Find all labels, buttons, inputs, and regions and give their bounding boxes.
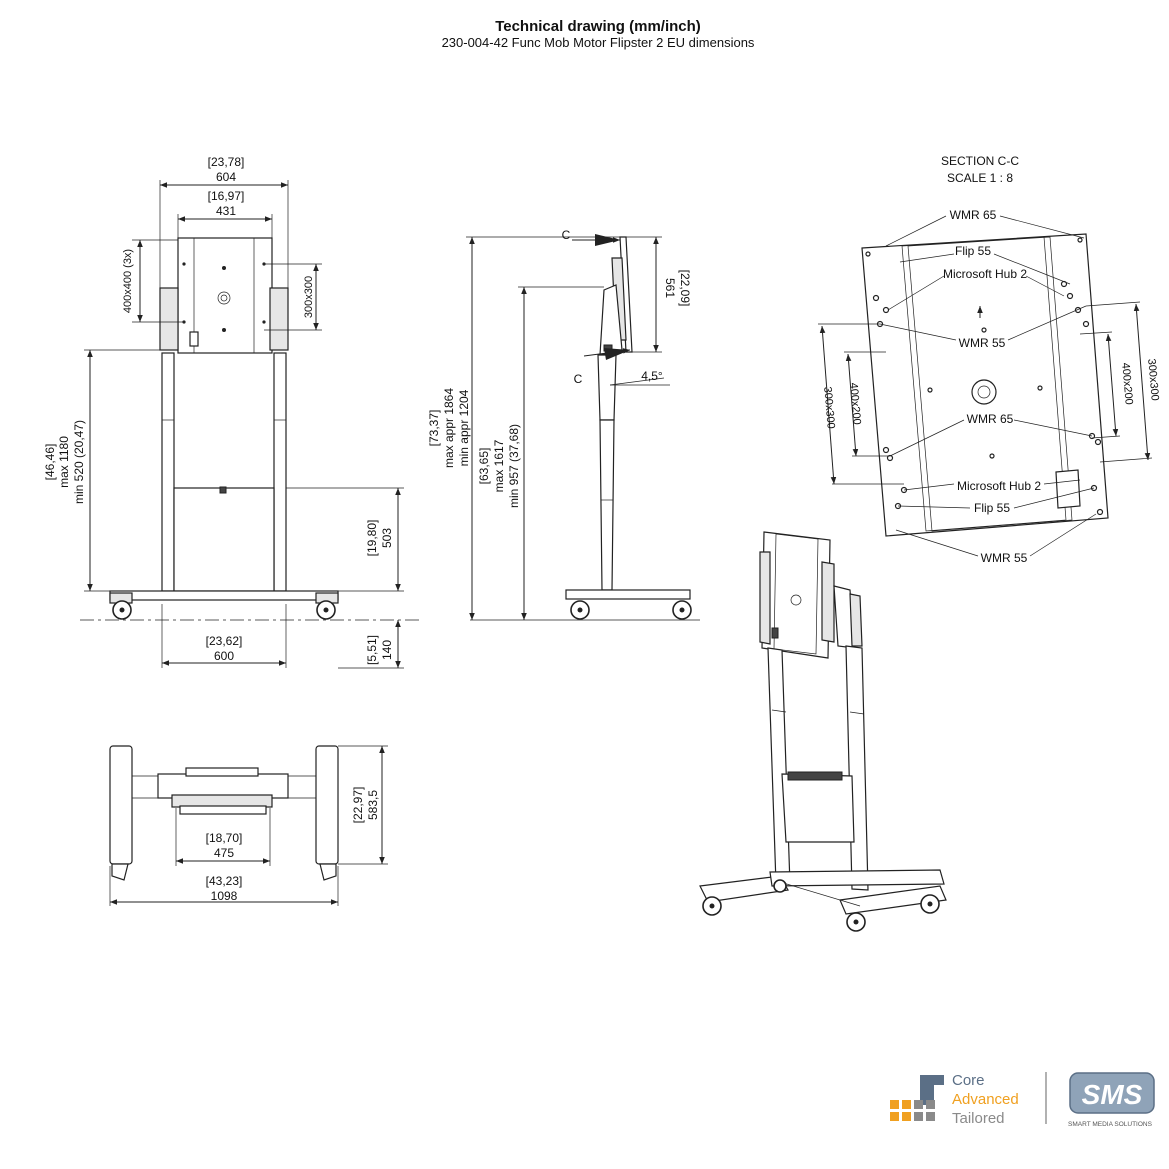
side-total-height-min: min appr 1204 <box>457 389 471 466</box>
tier-core-text: Core <box>952 1072 985 1089</box>
front-overall-width-inch: [23,78] <box>208 155 245 169</box>
front-height-inch: [46,46] <box>43 444 57 481</box>
top-outer-width-mm: 1098 <box>211 889 238 903</box>
section-label-wmr65-bottom: WMR 65 <box>967 412 1014 426</box>
front-overall-width-mm: 604 <box>216 170 236 184</box>
front-vesa-300-label: 300x300 <box>303 276 315 318</box>
front-floor-inch: [5,51] <box>365 635 379 665</box>
front-height-min: min 520 (20,47) <box>72 420 86 504</box>
front-base-width-mm: 600 <box>214 649 234 663</box>
front-height-max: max 1180 <box>57 436 71 488</box>
section-label-flip55-top: Flip 55 <box>955 244 991 258</box>
isometric-view <box>699 531 947 932</box>
top-depth-inch: [22,97] <box>351 787 365 824</box>
section-view: SECTION C-C SCALE 1 : 8 <box>818 154 1161 565</box>
top-inner-width-mm: 475 <box>214 846 234 860</box>
section-mark-bottom: C <box>574 372 583 386</box>
side-total-height-inch: [73,37] <box>427 410 441 447</box>
front-plate-width-inch: [16,97] <box>208 189 245 203</box>
section-label-wmr65-top: WMR 65 <box>950 208 997 222</box>
drawing-title: Technical drawing (mm/inch) <box>495 18 701 35</box>
section-mark-top: C <box>562 228 571 242</box>
side-mid-height-max: max 1617 <box>492 439 506 492</box>
sms-tagline: SMART MEDIA SOLUTIONS <box>1068 1121 1153 1128</box>
sms-logo-text: SMS <box>1082 1079 1143 1110</box>
side-view: C C 4,5° [22,09] 561 [73,37] max appr 18… <box>427 228 700 621</box>
section-label-wmr55-top: WMR 55 <box>959 336 1006 350</box>
side-plate-depth-inch: [22,09] <box>678 270 692 307</box>
front-box-height-mm: 503 <box>380 528 394 548</box>
top-view: [22,97] 583,5 [18,70] 475 [43,23] 1098 <box>109 745 388 906</box>
front-base-width-inch: [23,62] <box>206 634 243 648</box>
front-plate-width-mm: 431 <box>216 204 236 218</box>
section-dim-left-outer: 300x300 <box>821 386 837 429</box>
section-dim-left-inner: 400x200 <box>847 382 863 425</box>
front-vesa-400-label: 400x400 (3x) <box>122 249 134 313</box>
front-box-height-inch: [19,80] <box>365 520 379 557</box>
section-dim-right-inner: 400x200 <box>1119 362 1135 405</box>
tier-tailored-text: Tailored <box>952 1110 1005 1127</box>
top-outer-width-inch: [43,23] <box>206 874 243 888</box>
front-view: [23,78] 604 [16,97] 431 400x400 (3x) 300… <box>43 155 420 669</box>
section-label-hub2-top: Microsoft Hub 2 <box>943 267 1027 281</box>
side-total-height-max: max appr 1864 <box>442 388 456 468</box>
side-mid-height-inch: [63,65] <box>477 448 491 485</box>
section-title: SECTION C-C <box>941 154 1019 168</box>
section-label-hub2-bottom: Microsoft Hub 2 <box>957 479 1041 493</box>
front-floor-mm: 140 <box>380 640 394 660</box>
side-plate-depth-mm: 561 <box>663 278 677 298</box>
tier-logo <box>890 1075 944 1121</box>
side-mid-height-min: min 957 (37,68) <box>507 424 521 508</box>
tilt-angle-label: 4,5° <box>641 369 663 383</box>
sms-logo: SMS SMART MEDIA SOLUTIONS <box>1068 1072 1155 1128</box>
section-label-wmr55-bottom: WMR 55 <box>981 551 1028 565</box>
tier-advanced-text: Advanced <box>952 1091 1019 1108</box>
drawing-subtitle: 230-004-42 Func Mob Motor Flipster 2 EU … <box>442 35 755 50</box>
top-depth-mm: 583,5 <box>366 790 380 820</box>
section-scale: SCALE 1 : 8 <box>947 171 1013 185</box>
section-label-flip55-bottom: Flip 55 <box>974 501 1010 515</box>
top-inner-width-inch: [18,70] <box>206 831 243 845</box>
section-dim-right-outer: 300x300 <box>1145 358 1161 401</box>
